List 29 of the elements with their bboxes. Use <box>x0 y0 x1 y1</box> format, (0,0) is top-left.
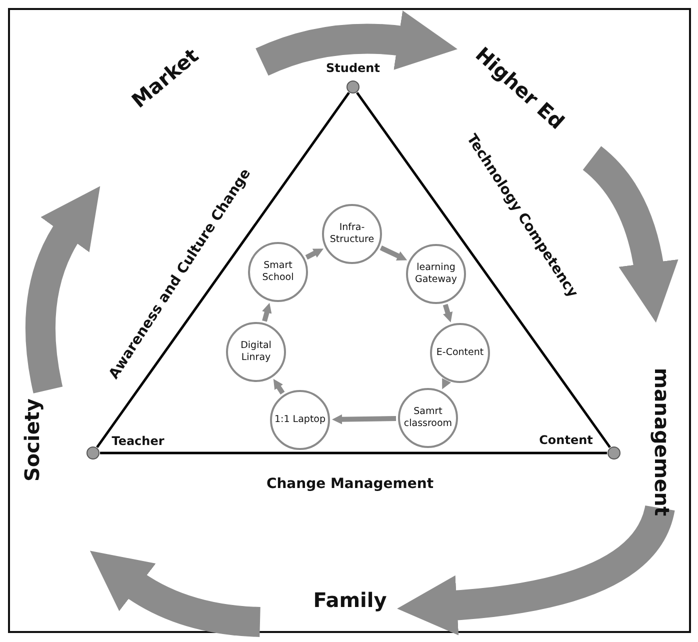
connector-line <box>442 304 453 322</box>
connector-line <box>100 452 607 454</box>
block-arrow <box>25 185 99 393</box>
block-arrow <box>582 146 678 322</box>
process-circle: Digital Linray <box>226 322 286 382</box>
connector-line <box>380 246 408 260</box>
connector-line <box>305 248 324 260</box>
vertex-label: Student <box>326 61 380 75</box>
connector-line <box>356 92 611 448</box>
connector-line <box>96 92 350 448</box>
outer-label: management <box>650 368 674 516</box>
edge-label: Change Management <box>264 476 436 492</box>
outer-label: Society <box>20 398 44 482</box>
connector-line <box>332 414 396 424</box>
outer-label: Family <box>313 588 387 612</box>
process-circle: E-Content <box>430 323 490 383</box>
process-circle: Smart School <box>248 242 308 302</box>
block-arrow <box>397 504 674 636</box>
connector-line <box>442 378 452 390</box>
process-circle: learning Gateway <box>406 244 466 304</box>
vertex-label: Teacher <box>112 434 164 448</box>
connector-line <box>273 378 285 394</box>
process-circle: 1:1 Laptop <box>270 390 330 450</box>
process-circle: Samrt classroom <box>398 388 458 448</box>
block-arrow <box>256 10 458 76</box>
block-arrow <box>89 552 261 637</box>
vertex-label: Content <box>539 433 593 447</box>
connector-line <box>262 302 272 322</box>
process-circle: Infra-Structure <box>322 204 382 264</box>
